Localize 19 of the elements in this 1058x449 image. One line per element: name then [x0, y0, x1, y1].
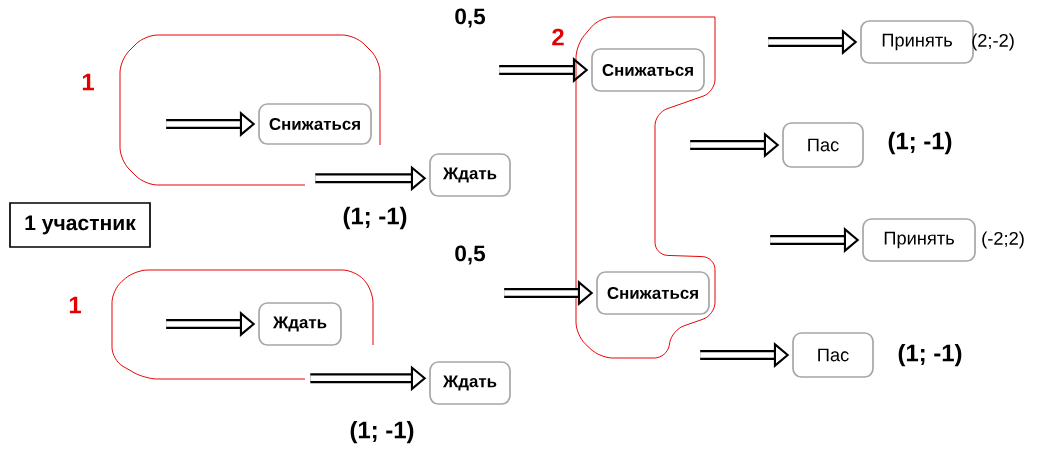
payoff-label: (2;-2) — [972, 33, 1014, 51]
action-box: Снижаться — [596, 271, 710, 315]
action-box: Ждать — [429, 153, 511, 197]
action-box: Снижаться — [591, 48, 705, 92]
action-box: Пас — [792, 332, 874, 378]
edge-label: 0,5 — [452, 244, 488, 266]
edge-label: 0,5 — [452, 7, 488, 29]
payoff-label: (1; -1) — [898, 343, 962, 367]
payoff-label: (1; -1) — [343, 206, 407, 230]
action-box: Снижаться — [258, 103, 372, 145]
action-box: Ждать — [258, 302, 342, 346]
action-box: Ждать — [429, 361, 511, 405]
payoff-label: (1; -1) — [888, 131, 952, 155]
payoff-label: (1; -1) — [350, 420, 414, 444]
action-box: Пас — [782, 122, 864, 168]
player-box: 1 участник — [9, 202, 151, 248]
action-box: Принять — [862, 218, 976, 262]
node-label: 2 — [552, 28, 564, 46]
payoff-label: (-2;2) — [982, 231, 1024, 249]
